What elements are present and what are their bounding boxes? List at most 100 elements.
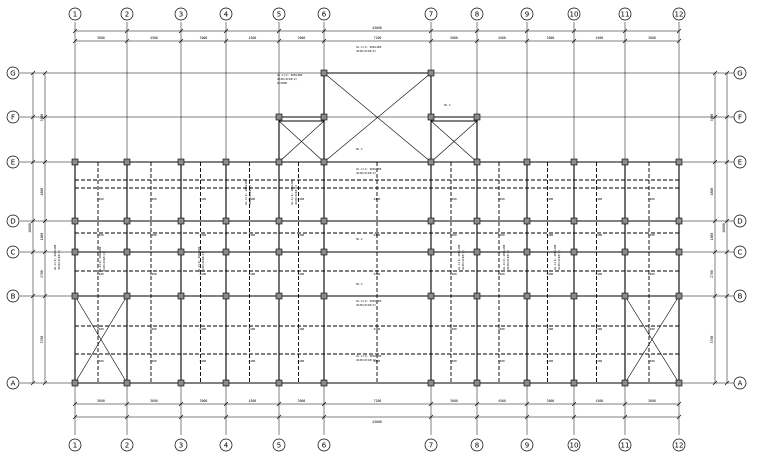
dim-tick — [30, 218, 36, 224]
dim-tick — [712, 114, 718, 120]
dim-tick — [571, 414, 577, 420]
column — [570, 158, 578, 166]
beam-label: 2400 — [596, 359, 603, 363]
dim-tick — [676, 38, 682, 44]
axis-bubble-left-B-label: B — [11, 293, 16, 301]
axis-bubble-bottom-2 — [120, 438, 134, 452]
beam-label: 2400 — [150, 359, 157, 363]
beam-note: XL-1(1) 200x400 — [356, 45, 382, 49]
axis-bubble-bottom-5-label: 5 — [277, 442, 281, 450]
axis-bubble-top-5 — [272, 7, 286, 21]
axis-bubble-top-7-label: 7 — [429, 11, 433, 19]
stair-opening-crosses — [74, 72, 680, 384]
column — [473, 113, 481, 121]
axis-bubble-right-A — [733, 376, 747, 390]
column — [473, 248, 481, 256]
beam-label: 2400 — [150, 233, 157, 237]
column — [222, 248, 230, 256]
column — [675, 292, 683, 300]
axis-bubble-bottom-2-label: 2 — [125, 442, 129, 450]
column — [523, 379, 531, 387]
axis-bubble-bottom-9-label: 9 — [525, 442, 529, 450]
dim-bottom-bay: 3600 — [150, 399, 158, 403]
axis-bubble-left-C — [6, 245, 20, 259]
dim-right-bay: 2700 — [710, 270, 714, 278]
dim-tick — [42, 380, 48, 386]
dim-tick — [712, 380, 718, 386]
axis-bubble-bottom-5 — [272, 438, 286, 452]
dim-tick — [524, 401, 530, 407]
axis-bubble-bottom-10-label: 10 — [570, 442, 579, 450]
beam-label: 2400 — [450, 359, 457, 363]
beam-note: HL-1 — [356, 282, 363, 286]
dim-tick — [724, 218, 730, 224]
dim-tick — [223, 38, 229, 44]
beam-note: 4C20/2C18(2) — [201, 251, 205, 272]
beam-label: 2400 — [374, 197, 381, 201]
axis-bubble-bottom-11 — [618, 438, 632, 452]
beam-note: HL-1 — [356, 237, 363, 241]
column — [320, 379, 328, 387]
column — [570, 248, 578, 256]
dim-tick — [178, 414, 184, 420]
dim-tick — [712, 70, 718, 76]
beam-label: 2400 — [298, 233, 305, 237]
dim-tick — [178, 28, 184, 34]
column — [177, 248, 185, 256]
beam-note: 4C20/2C18(2) — [461, 249, 465, 270]
axis-bubble-right-G — [733, 66, 747, 80]
dim-tick — [42, 218, 48, 224]
column — [675, 158, 683, 166]
beam-label: 2400 — [498, 197, 505, 201]
dim-top-bay: 4500 — [596, 36, 604, 40]
axis-bubble-right-F — [733, 110, 747, 124]
axis-bubble-right-F-label: F — [738, 114, 742, 122]
column — [427, 248, 435, 256]
axis-bubble-bottom-12 — [672, 438, 686, 452]
axis-bubble-left-F-label: F — [11, 114, 15, 122]
column — [320, 69, 328, 77]
beam-label: 2400 — [298, 327, 305, 331]
beam-note: XL-1(1) 200x400 — [244, 179, 248, 205]
dim-tick — [524, 38, 530, 44]
column — [621, 248, 629, 256]
dim-tick — [474, 401, 480, 407]
beam-label: 2400 — [648, 359, 655, 363]
axis-bubble-top-6 — [317, 7, 331, 21]
axis-bubble-left-D — [6, 214, 20, 228]
column — [275, 292, 283, 300]
beam-label: 2400 — [374, 272, 381, 276]
beam-note: 4C20/2C18(2) — [356, 358, 377, 362]
dim-bottom-bay: 3000 — [450, 399, 458, 403]
beam-note: XL-1(1) 200x400 — [502, 244, 506, 270]
axis-bubble-top-6-label: 6 — [322, 11, 327, 19]
dim-left-bay: 3000 — [40, 114, 44, 122]
column — [275, 217, 283, 225]
column — [71, 158, 79, 166]
axis-bubble-left-A — [6, 376, 20, 390]
dim-bottom-bay: 3600 — [648, 399, 656, 403]
column — [177, 158, 185, 166]
dim-top-bay: 3000 — [200, 36, 208, 40]
column — [675, 379, 683, 387]
dim-right-bay: 3000 — [710, 114, 714, 122]
column — [570, 217, 578, 225]
dim-tick — [124, 38, 130, 44]
dim-tick — [724, 293, 730, 299]
beam-note: XL-1(1) 200x400 — [356, 299, 382, 303]
beam-layout — [74, 72, 680, 384]
shaft-opening-center — [323, 72, 432, 163]
dim-top-bay: 7200 — [374, 36, 382, 40]
axis-bubble-right-E — [733, 155, 747, 169]
beam-label: 2400 — [249, 272, 256, 276]
column — [427, 379, 435, 387]
axis-bubble-left-G — [6, 66, 20, 80]
axis-bubble-top-1 — [68, 7, 82, 21]
axis-bubble-top-4-label: 4 — [224, 11, 229, 19]
beam-label: 2400 — [648, 197, 655, 201]
axis-bubble-bottom-10 — [567, 438, 581, 452]
dim-tick — [712, 249, 718, 255]
axis-bubble-bottom-6-label: 6 — [322, 442, 327, 450]
axis-bubble-right-G-label: G — [737, 70, 742, 78]
